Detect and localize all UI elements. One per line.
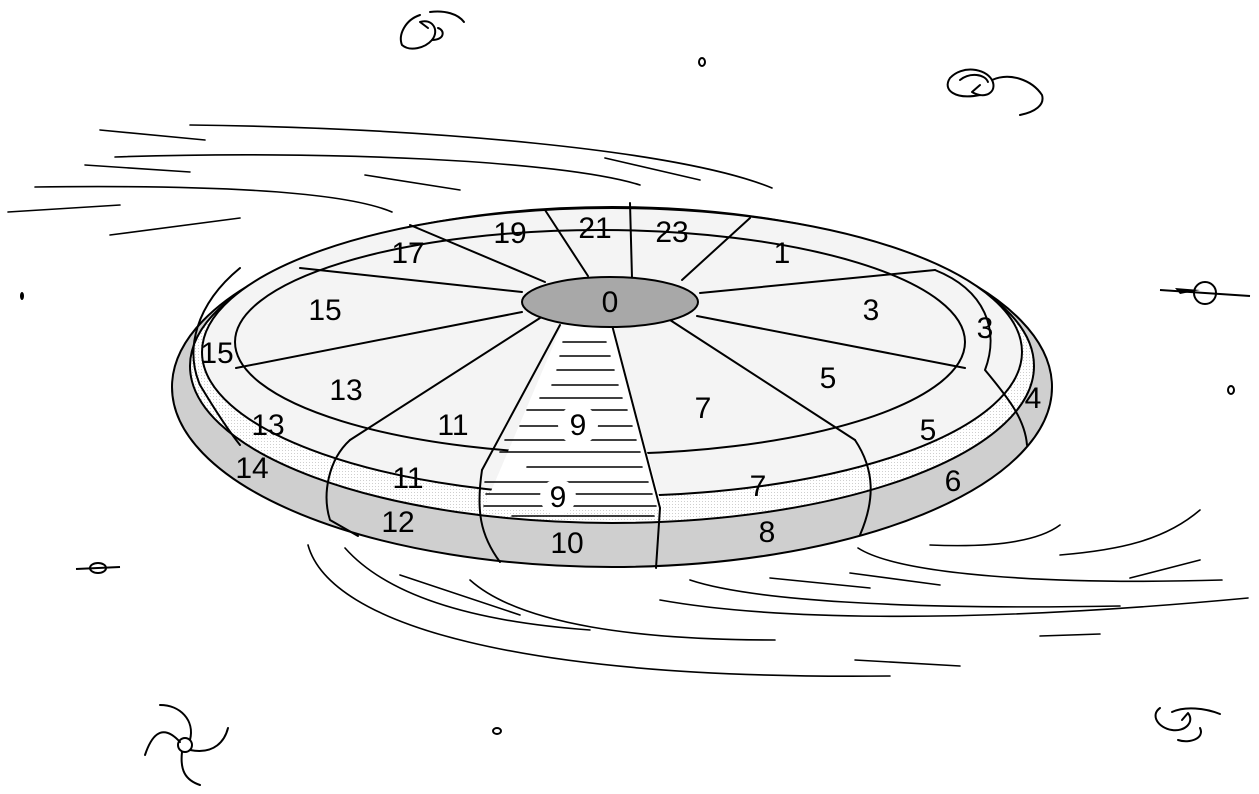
galaxy-icon — [401, 11, 464, 48]
torus-body — [172, 203, 1052, 568]
bottom-label-4: 4 — [1025, 382, 1042, 415]
top-label-19: 19 — [493, 217, 526, 250]
bottom-label-6: 6 — [945, 465, 962, 498]
top-label-13: 13 — [329, 374, 362, 407]
bottom-label-14: 14 — [235, 452, 268, 485]
galaxy-icon — [948, 70, 1043, 115]
star-icon — [493, 728, 501, 734]
mid-label-15: 15 — [200, 337, 233, 370]
star-icon — [20, 292, 24, 300]
planet-icon — [1160, 282, 1250, 304]
top-label-11: 11 — [437, 409, 468, 442]
hub-label: 0 — [602, 286, 619, 319]
top-label-15: 15 — [308, 294, 341, 327]
saturn-icon — [76, 563, 120, 573]
top-label-1: 1 — [774, 237, 791, 270]
mid-label-3: 3 — [977, 312, 994, 345]
mid-label-13: 13 — [251, 409, 284, 442]
top-label-23: 23 — [655, 216, 688, 249]
bottom-label-8: 8 — [759, 516, 776, 549]
galaxy-icon — [1156, 708, 1220, 741]
top-label-9: 9 — [570, 409, 587, 442]
mid-label-9: 9 — [550, 481, 567, 514]
top-label-3: 3 — [863, 294, 880, 327]
star-icon — [699, 58, 705, 66]
mid-label-5: 5 — [920, 414, 937, 447]
mid-label-11: 11 — [392, 462, 423, 495]
top-label-17: 17 — [391, 237, 424, 270]
top-label-7: 7 — [695, 392, 712, 425]
top-label-5: 5 — [820, 362, 837, 395]
bottom-label-10: 10 — [550, 527, 583, 560]
spiral-galaxy-icon — [145, 705, 228, 785]
top-label-21: 21 — [578, 212, 611, 245]
bottom-label-12: 12 — [381, 506, 414, 539]
star-icon — [1228, 386, 1234, 394]
mid-label-7: 7 — [750, 470, 767, 503]
